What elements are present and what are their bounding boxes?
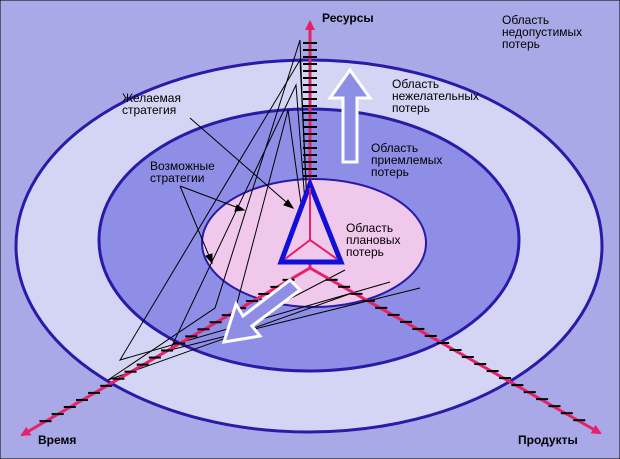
unacceptable-loss-label: Область недопустимых потерь <box>502 13 583 51</box>
possible-strategies-label: Возможные стратегии <box>150 159 215 185</box>
possible-strategy-pointer <box>179 185 245 211</box>
planned-triangle <box>277 177 345 265</box>
arrowhead-icon <box>234 204 246 212</box>
desired-strategy-pointer <box>189 117 294 209</box>
triangle-median <box>309 239 338 260</box>
arrowhead-icon <box>205 253 213 265</box>
time-axis-label: Время <box>38 433 77 447</box>
triangle-median <box>284 239 311 260</box>
hollow-down-left-arrow <box>221 278 303 344</box>
acceptable-loss-label: Область приемлемых потерь <box>371 141 443 179</box>
arrowhead-icon <box>283 199 295 209</box>
down-left-arrow-shape <box>221 278 303 344</box>
possible-strategy-pointer <box>179 185 213 264</box>
products-axis-label: Продукты <box>518 433 578 447</box>
undesirable-loss-label: Область нежелательных потерь <box>392 77 480 115</box>
label-pointers <box>179 117 295 265</box>
up-arrow-shape <box>327 67 373 164</box>
desired-strategy-label: Желаемая стратегия <box>122 91 181 117</box>
hollow-up-arrow <box>327 67 373 164</box>
planned-loss-label: Область плановых потерь <box>346 221 401 259</box>
resources-axis-label: Ресурсы <box>322 11 374 25</box>
